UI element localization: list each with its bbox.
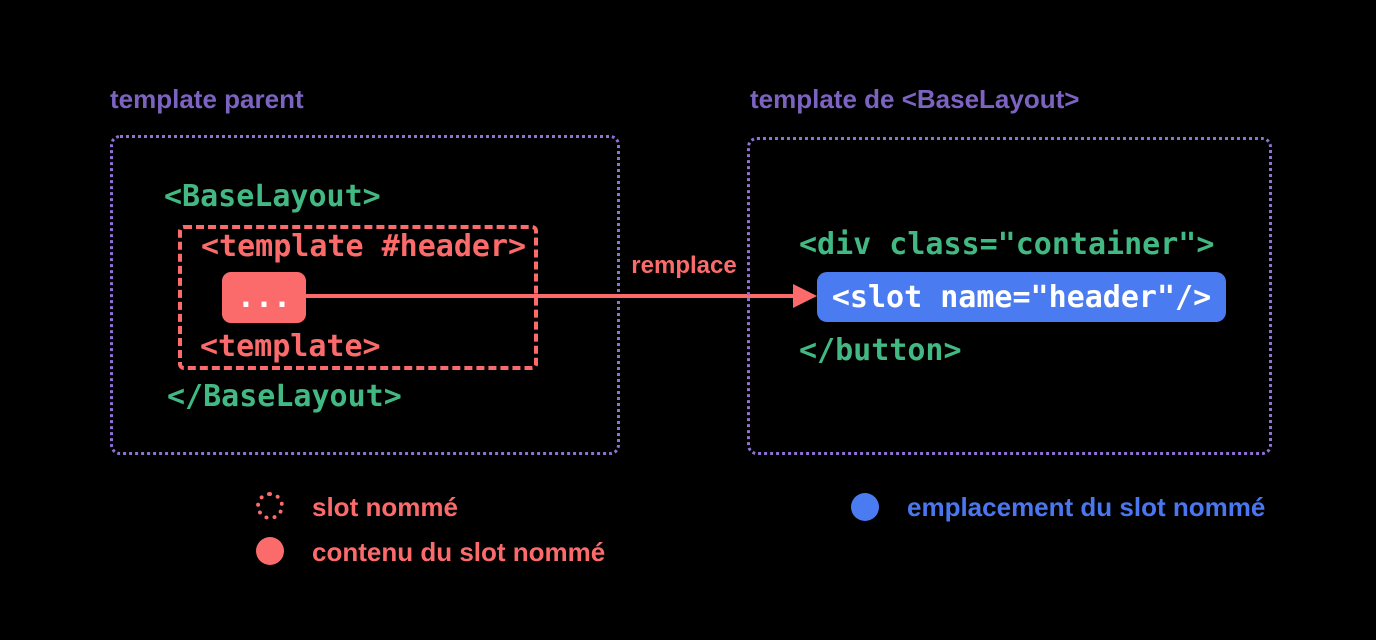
legend-label-named-slot: slot nommé bbox=[312, 492, 458, 522]
replace-arrow-label: remplace bbox=[631, 252, 737, 279]
code-template-close: <template> bbox=[200, 329, 381, 364]
code-button-close: </button> bbox=[799, 333, 962, 368]
legend-filled-blue-circle-icon bbox=[851, 493, 879, 521]
code-div-container-open: <div class="container"> bbox=[799, 227, 1215, 262]
slot-content-ellipsis: ... bbox=[236, 280, 292, 315]
code-baselayout-close: </BaseLayout> bbox=[167, 379, 402, 414]
right-panel-title: template de <BaseLayout> bbox=[750, 84, 1080, 114]
slot-outlet-box: <slot name="header"/> bbox=[817, 272, 1226, 322]
legend-dashed-red-circle-icon bbox=[256, 492, 284, 520]
slot-content-box: ... bbox=[222, 272, 306, 323]
code-template-header-open: <template #header> bbox=[201, 229, 527, 264]
replace-arrow-line bbox=[306, 294, 794, 298]
legend-label-slot-content: contenu du slot nommé bbox=[312, 537, 606, 567]
code-baselayout-open: <BaseLayout> bbox=[164, 179, 381, 214]
left-panel-title: template parent bbox=[110, 84, 304, 114]
legend-label-slot-outlet: emplacement du slot nommé bbox=[907, 492, 1266, 522]
code-slot-outlet: <slot name="header"/> bbox=[831, 279, 1212, 315]
legend-filled-red-circle-icon bbox=[256, 537, 284, 565]
replace-arrow-head-icon bbox=[793, 284, 817, 308]
baselayout-template-box bbox=[747, 137, 1272, 455]
